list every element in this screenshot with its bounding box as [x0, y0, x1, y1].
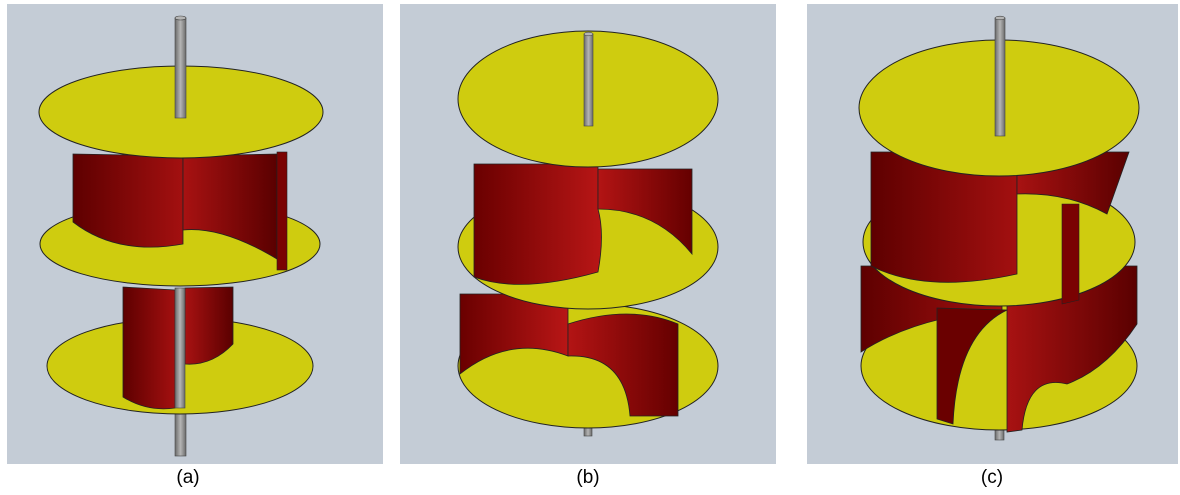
- turbine-a-drawing: [38, 15, 324, 457]
- caption-c: (c): [980, 467, 1004, 488]
- lower-blade-right: [184, 286, 234, 365]
- turbine-c-panel: [807, 4, 1178, 464]
- shaft-lower-stage: [174, 287, 186, 409]
- shaft-top-cap: [174, 15, 187, 21]
- upper-blade-right: [597, 168, 693, 256]
- turbine-b-drawing: [457, 30, 719, 437]
- shaft-top-cap: [994, 15, 1006, 21]
- upper-blade-inner: [1061, 203, 1080, 305]
- lower-blade-right: [567, 313, 679, 417]
- turbine-c-drawing: [858, 15, 1140, 441]
- shaft-top: [583, 33, 594, 127]
- upper-blade-left: [72, 153, 184, 248]
- turbine-b-panel: [400, 4, 776, 464]
- turbine-a-panel: [7, 4, 383, 464]
- caption-b: (b): [576, 467, 600, 488]
- lower-blade-left: [122, 286, 176, 410]
- shaft-top: [174, 17, 187, 119]
- shaft-top: [994, 17, 1006, 137]
- shaft-top-cap: [583, 31, 594, 37]
- caption-a: (a): [176, 467, 200, 488]
- upper-blade-edge: [276, 151, 288, 271]
- upper-blade-left: [473, 163, 602, 285]
- lower-blade-center: [936, 307, 1008, 425]
- lower-blade-right: [1006, 265, 1138, 433]
- upper-blade-left: [870, 151, 1018, 283]
